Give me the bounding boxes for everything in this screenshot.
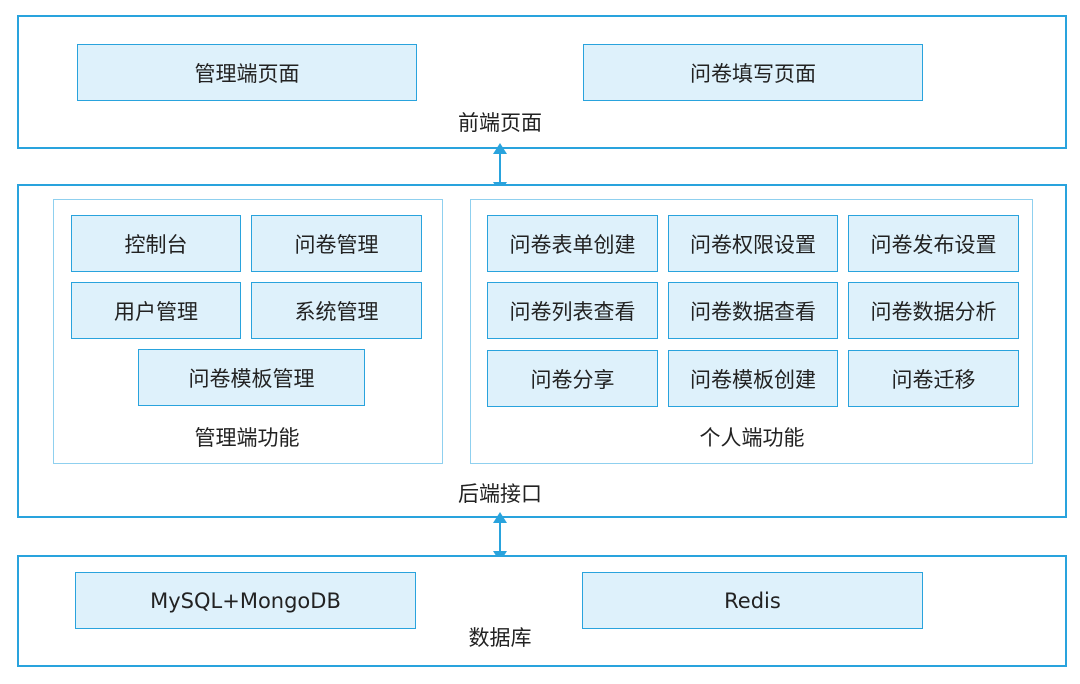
survey-migrate-box: 问卷迁移: [848, 350, 1019, 407]
frontend-layer-title: 前端页面: [458, 111, 542, 135]
dashboard-box: 控制台: [71, 215, 241, 272]
survey-fill-page-box: 问卷填写页面: [583, 44, 923, 101]
permission-settings-box: 问卷权限设置: [668, 215, 838, 272]
backend-layer-title: 后端接口: [458, 482, 542, 506]
mysql-mongodb-box: MySQL+MongoDB: [75, 572, 416, 629]
template-create-box: 问卷模板创建: [668, 350, 838, 407]
publish-settings-box: 问卷发布设置: [848, 215, 1019, 272]
system-management-box: 系统管理: [251, 282, 422, 339]
survey-share-box: 问卷分享: [487, 350, 658, 407]
template-management-box: 问卷模板管理: [138, 349, 365, 406]
admin-functions-title: 管理端功能: [194, 426, 300, 450]
survey-management-box: 问卷管理: [251, 215, 422, 272]
personal-functions-title: 个人端功能: [699, 426, 805, 450]
survey-list-box: 问卷列表查看: [487, 282, 658, 339]
database-layer-title: 数据库: [468, 626, 532, 650]
data-analysis-box: 问卷数据分析: [848, 282, 1019, 339]
admin-page-box: 管理端页面: [77, 44, 417, 101]
user-management-box: 用户管理: [71, 282, 241, 339]
data-view-box: 问卷数据查看: [668, 282, 838, 339]
redis-box: Redis: [582, 572, 923, 629]
form-create-box: 问卷表单创建: [487, 215, 658, 272]
